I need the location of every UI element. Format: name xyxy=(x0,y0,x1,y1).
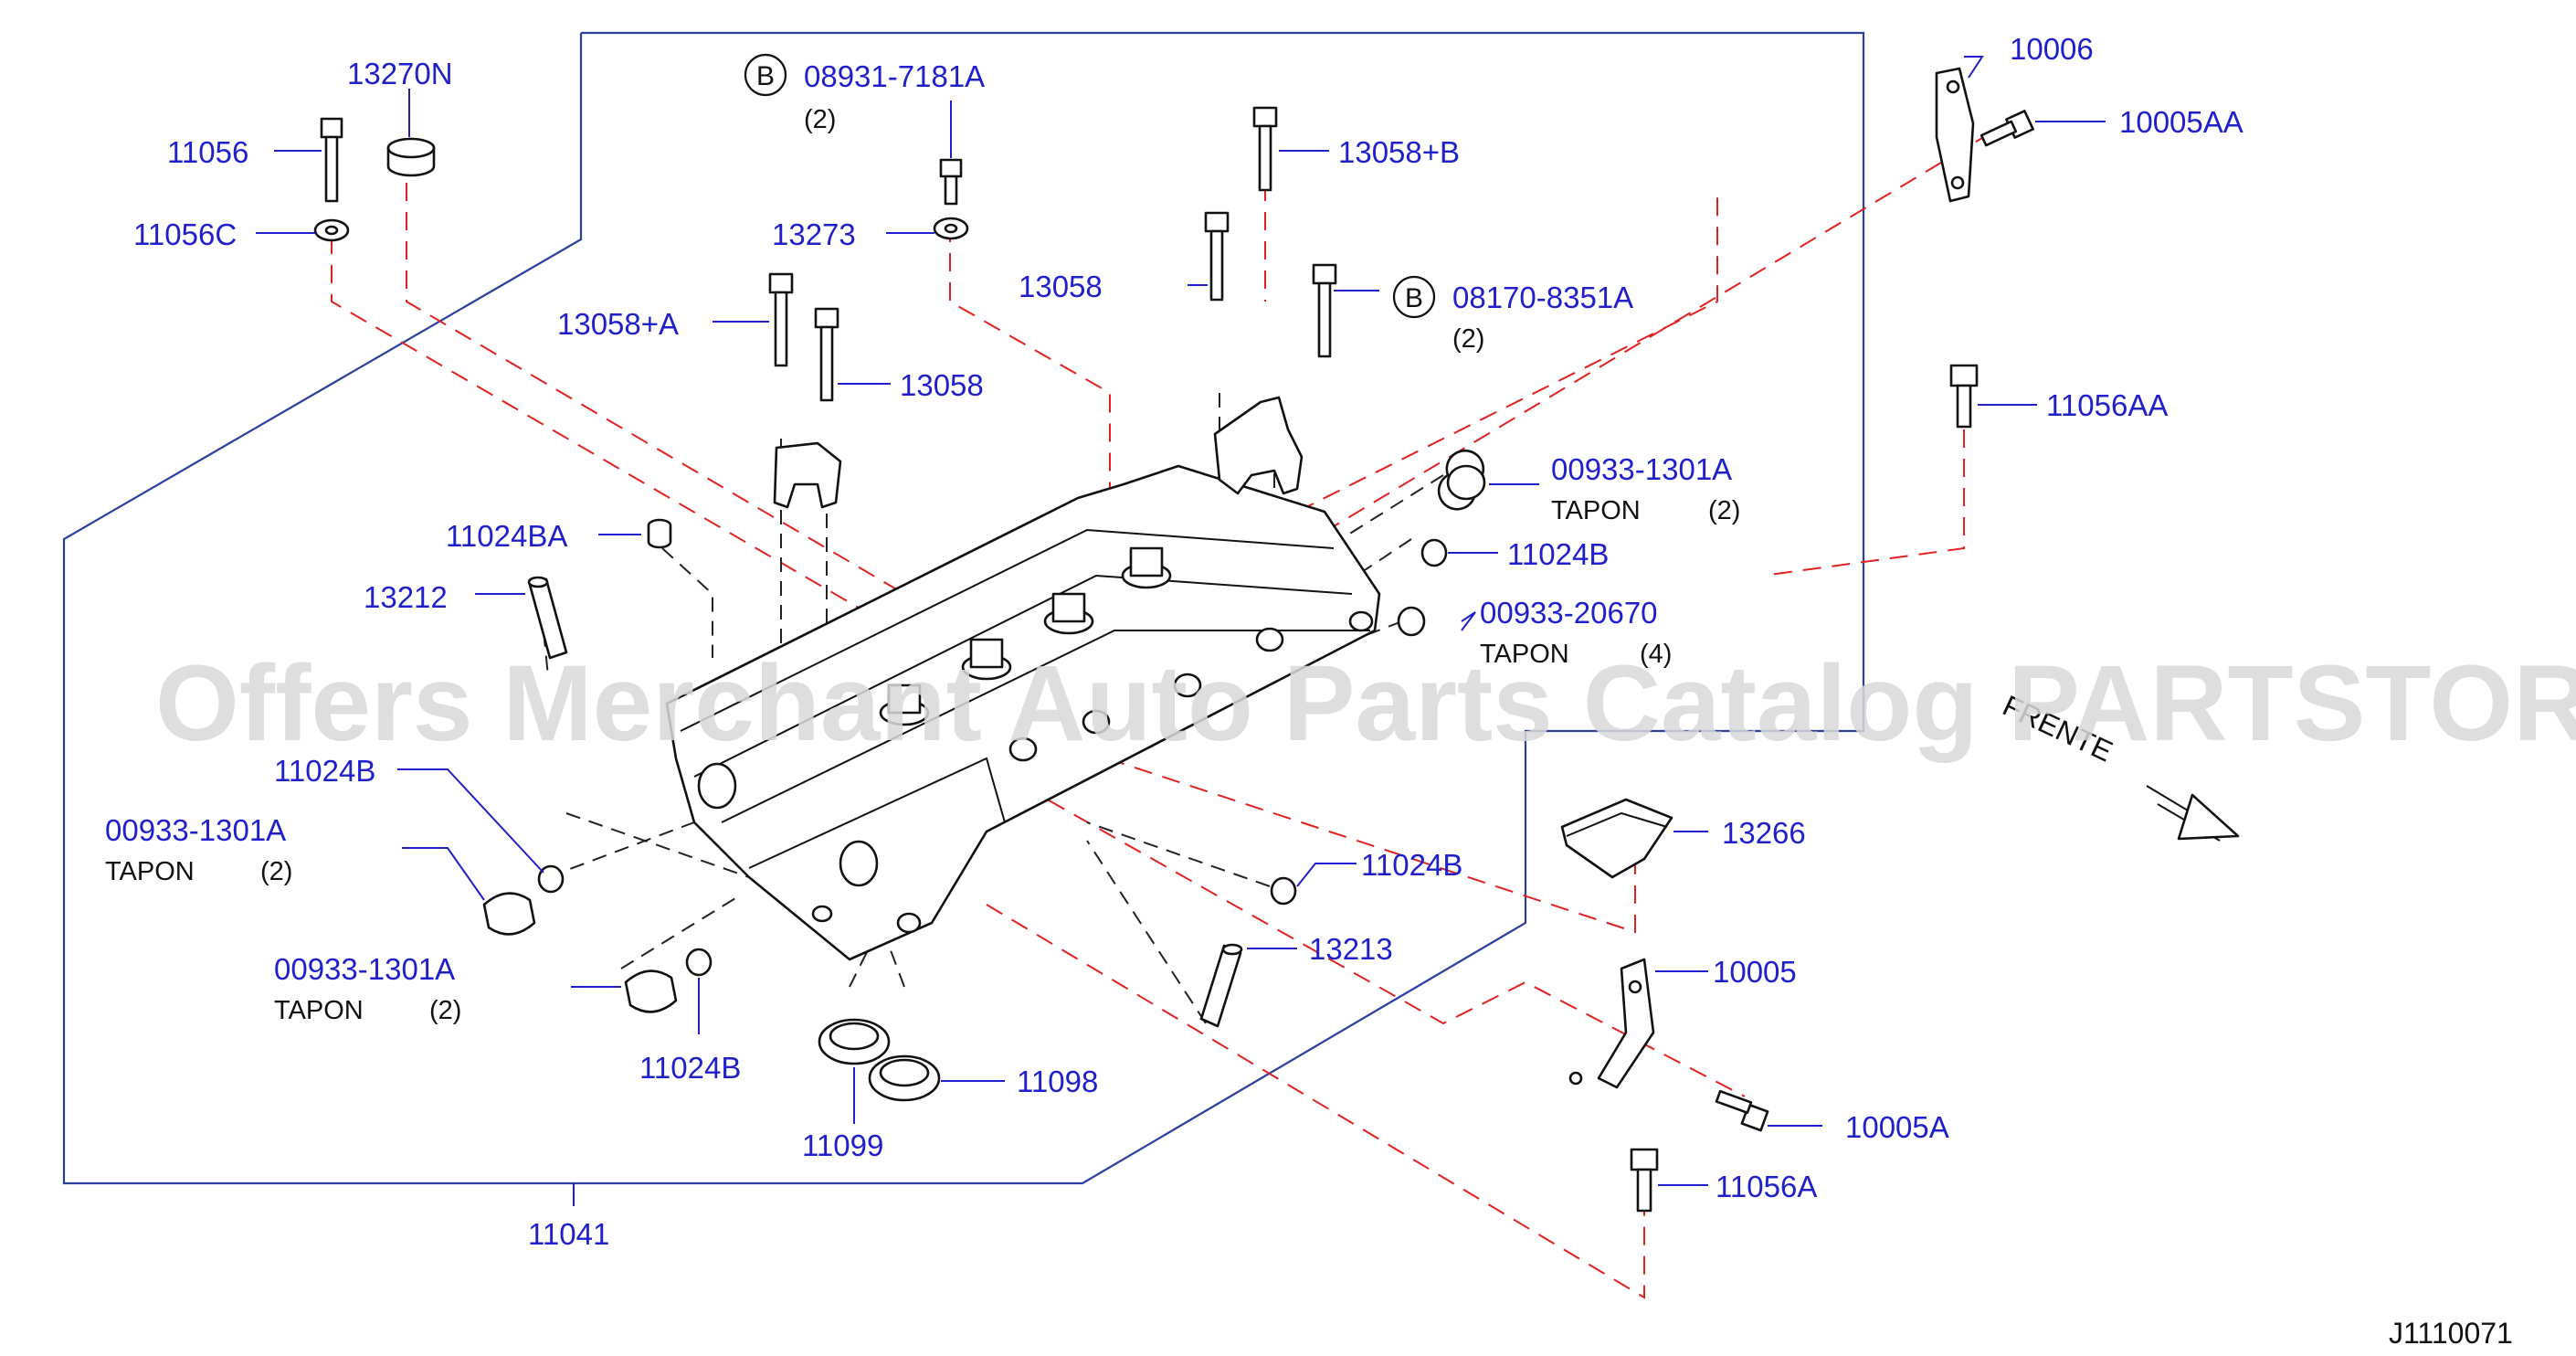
camshaft-bracket-left xyxy=(773,441,842,509)
front-arrow-icon xyxy=(2146,785,2240,842)
bolt-13058-mid xyxy=(814,307,839,402)
qty-08170: (2) xyxy=(1452,324,1484,354)
bolt-08170 xyxy=(1312,263,1337,358)
label-11056[interactable]: 11056 xyxy=(167,135,248,169)
label-11024B-bl[interactable]: 11024B xyxy=(639,1051,741,1085)
label-00933-1301A-tr[interactable]: 00933-1301A xyxy=(1551,452,1732,486)
label-11024BA[interactable]: 11024BA xyxy=(446,519,567,553)
label-13058A[interactable]: 13058+A xyxy=(557,307,679,341)
plug-00933-20670 xyxy=(1397,606,1426,637)
bolt-10005AA xyxy=(1980,110,2034,147)
bolt-11056A xyxy=(1630,1148,1659,1213)
label-00933-1301A-l1[interactable]: 00933-1301A xyxy=(105,813,286,847)
plug-00933-tr xyxy=(1437,449,1486,511)
dowel-11024B-bl xyxy=(685,948,713,977)
assembly-frame xyxy=(62,31,1865,1185)
qty-tapon-l2: (2) xyxy=(429,996,461,1025)
note-tapon-20670: TAPON xyxy=(1480,640,1569,669)
plug-00933-l1 xyxy=(482,892,536,936)
dowel-11024B-r xyxy=(1420,538,1448,567)
pin-13213 xyxy=(1199,943,1243,1028)
qty-tapon-l1: (2) xyxy=(260,857,292,886)
bolt-13058-top xyxy=(1204,211,1230,302)
label-00933-1301A-l2[interactable]: 00933-1301A xyxy=(274,952,455,986)
svg-text:B: B xyxy=(1405,283,1423,313)
label-08170-8351A[interactable]: 08170-8351A xyxy=(1452,281,1633,314)
bracket-10005 xyxy=(1568,958,1655,1089)
qty-tapon-20670: (4) xyxy=(1640,640,1672,669)
bracket-10006 xyxy=(1935,67,1975,203)
badge-b-08931: B xyxy=(744,53,787,97)
qty-tapon-tr: (2) xyxy=(1708,496,1740,525)
label-11024B-r[interactable]: 11024B xyxy=(1507,537,1609,571)
label-13270N[interactable]: 13270N xyxy=(347,57,453,90)
bolt-11056AA xyxy=(1949,364,1979,429)
label-13058-mid[interactable]: 13058 xyxy=(900,368,984,402)
label-11041[interactable]: 11041 xyxy=(528,1217,609,1251)
label-13058-top[interactable]: 13058 xyxy=(1019,270,1103,303)
dowel-11024B-mr xyxy=(1270,876,1297,906)
red-assembly-lines xyxy=(331,132,1992,1299)
label-11056A[interactable]: 11056A xyxy=(1716,1170,1817,1203)
seal-11099 xyxy=(818,1018,891,1065)
bolt-13058A xyxy=(768,272,794,367)
label-11024B-l[interactable]: 11024B xyxy=(274,754,375,788)
label-10005[interactable]: 10005 xyxy=(1713,955,1797,989)
label-11056AA[interactable]: 11056AA xyxy=(2046,388,2168,422)
pin-13212 xyxy=(527,576,568,660)
label-13058B[interactable]: 13058+B xyxy=(1338,135,1460,169)
cylinder-head xyxy=(665,464,1381,961)
label-11098[interactable]: 11098 xyxy=(1017,1065,1098,1098)
label-leaders xyxy=(256,56,2106,1186)
badge-b-08170: B xyxy=(1392,275,1436,319)
bracket-13266 xyxy=(1560,798,1673,879)
label-10005AA[interactable]: 10005AA xyxy=(2119,105,2243,139)
bolt-11056 xyxy=(320,117,343,203)
seal-13270N xyxy=(386,137,436,177)
label-13213[interactable]: 13213 xyxy=(1309,932,1393,966)
seal-11098 xyxy=(868,1054,941,1102)
note-tapon-l1: TAPON xyxy=(105,857,195,886)
label-10006[interactable]: 10006 xyxy=(2010,32,2094,66)
washer-13273 xyxy=(933,217,969,240)
plug-00933-l2 xyxy=(624,969,678,1013)
washer-11056C xyxy=(313,218,350,242)
camshaft-bracket-right xyxy=(1213,396,1304,495)
diagram-code: J1110071 xyxy=(2389,1317,2513,1350)
label-00933-20670[interactable]: 00933-20670 xyxy=(1480,596,1658,630)
qty-08931: (2) xyxy=(804,105,836,134)
label-11024B-mr[interactable]: 11024B xyxy=(1361,848,1462,882)
bolt-10005A xyxy=(1715,1089,1769,1132)
bolt-08931 xyxy=(939,158,963,206)
note-tapon-tr: TAPON xyxy=(1551,496,1641,525)
label-13212[interactable]: 13212 xyxy=(364,580,448,614)
svg-text:B: B xyxy=(756,61,775,91)
watermark: Offers Merchant Auto Parts Catalog PARTS… xyxy=(155,643,2576,764)
dowel-11024BA xyxy=(647,518,672,549)
label-13273[interactable]: 13273 xyxy=(772,217,856,251)
dowel-11024B-l xyxy=(537,864,565,894)
label-10005A[interactable]: 10005A xyxy=(1845,1110,1949,1144)
note-tapon-l2: TAPON xyxy=(274,996,364,1025)
label-08931-7181A[interactable]: 08931-7181A xyxy=(804,59,985,93)
label-11056C[interactable]: 11056C xyxy=(133,217,237,251)
label-11099[interactable]: 11099 xyxy=(802,1128,883,1162)
bolt-13058B xyxy=(1252,106,1278,192)
label-13266[interactable]: 13266 xyxy=(1722,816,1806,850)
